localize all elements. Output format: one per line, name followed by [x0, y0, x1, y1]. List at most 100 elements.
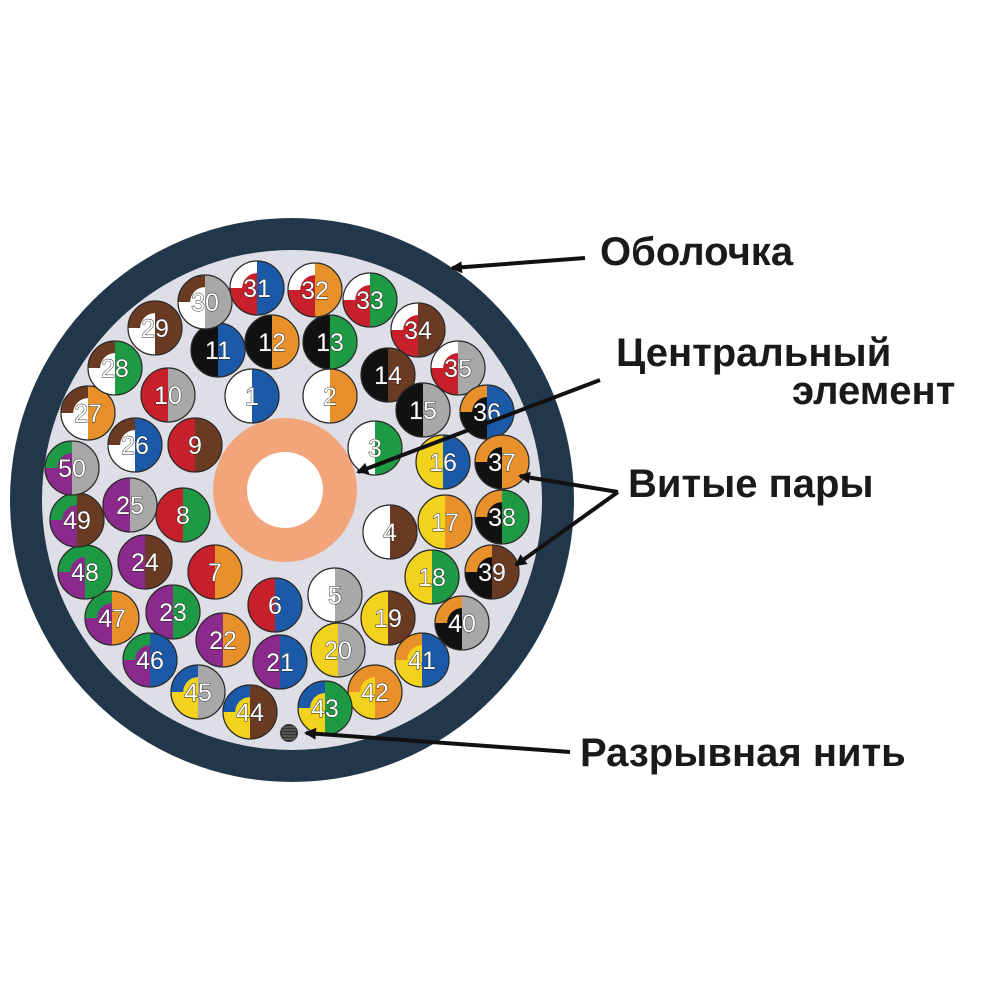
twisted-pair-10: 10	[140, 367, 196, 423]
twisted-pair-44: 44	[222, 684, 278, 740]
twisted-pair-8: 8	[155, 487, 211, 543]
wire-outline	[155, 487, 211, 543]
wire-outline	[347, 664, 403, 720]
wire-marker-stripe	[88, 341, 115, 368]
pair-number: 33	[356, 287, 384, 315]
wire-outline	[224, 368, 280, 424]
twisted-pair-49: 49	[49, 492, 105, 548]
wire-marker-stripe	[178, 275, 205, 302]
pair-number: 41	[408, 647, 436, 675]
wire-b	[215, 545, 242, 599]
wire-marker-stripe	[465, 545, 492, 572]
sheath-label: Оболочка	[600, 230, 794, 274]
wire-outline	[87, 340, 143, 396]
wire-b	[115, 341, 142, 395]
pair-number: 43	[311, 695, 339, 723]
twisted-pair-46: 46	[122, 632, 178, 688]
wire-b	[422, 633, 449, 687]
pair-number: 15	[409, 397, 437, 425]
wire-outline	[60, 385, 116, 441]
wire-b	[112, 591, 139, 645]
twisted-pair-17: 17	[417, 494, 473, 550]
wire-b	[315, 263, 342, 317]
wire-marker-stripe	[108, 418, 135, 445]
twisted-pair-2: 2	[302, 368, 358, 424]
twisted-pair-37: 37	[474, 434, 530, 490]
wire-outline	[195, 612, 251, 668]
twisted-pair-48: 48	[57, 544, 113, 600]
wire-b	[335, 568, 362, 622]
wire-outline	[430, 340, 486, 396]
wire-outline	[464, 544, 520, 600]
wire-outline	[84, 590, 140, 646]
wire-marker-stripe	[223, 685, 250, 712]
wire-outline	[395, 382, 451, 438]
wire-outline	[342, 272, 398, 328]
wire-b	[77, 493, 104, 547]
wire-b	[198, 665, 225, 719]
twisted-pair-42: 42	[347, 664, 403, 720]
pair-number: 32	[301, 277, 329, 305]
pair-number: 25	[116, 492, 144, 520]
wire-b	[432, 550, 459, 604]
twisted-pair-27: 27	[60, 385, 116, 441]
wire-b	[205, 275, 232, 329]
wire-b	[250, 685, 277, 739]
wire-marker-stripe	[435, 596, 462, 623]
pair-number: 17	[431, 509, 459, 537]
twisted-pair-41: 41	[394, 632, 450, 688]
pair-number: 35	[444, 355, 472, 383]
pair-number: 34	[404, 317, 432, 345]
wire-b	[257, 261, 284, 315]
wire-outline	[140, 367, 196, 423]
pair-number: 14	[374, 362, 402, 390]
pair-number: 39	[478, 559, 506, 587]
wire-b	[72, 441, 99, 495]
twisted-pair-31: 31	[229, 260, 285, 316]
wire-outline	[360, 347, 416, 403]
twisted-pair-5: 5	[307, 567, 363, 623]
twisted-pair-32: 32	[287, 262, 343, 318]
wire-marker-stripe	[288, 263, 315, 290]
central-element-label-line2: элемент	[792, 369, 955, 413]
wire-b	[338, 623, 365, 677]
wire-b	[458, 341, 485, 395]
pair-number: 26	[121, 432, 149, 460]
pair-number: 40	[448, 610, 476, 638]
wire-outline	[434, 595, 490, 651]
wire-marker-stripe	[128, 301, 155, 328]
pair-number: 48	[71, 559, 99, 587]
pair-number: 21	[266, 649, 294, 677]
wire-b	[218, 323, 245, 377]
wire-outline	[107, 417, 163, 473]
pair-number: 9	[188, 432, 202, 460]
pair-number: 30	[191, 289, 219, 317]
wire-outline	[347, 420, 403, 476]
twisted-pair-4: 4	[362, 504, 418, 560]
pair-number: 4	[383, 519, 397, 547]
wire-b	[195, 418, 222, 472]
pair-number: 10	[154, 382, 182, 410]
wire-b	[502, 490, 529, 544]
twisted-pair-1: 1	[224, 368, 280, 424]
wire-outline	[187, 544, 243, 600]
wire-outline	[229, 260, 285, 316]
sheath-arrow	[450, 256, 586, 274]
wire-marker-stripe	[343, 273, 370, 300]
wire-outline	[415, 434, 471, 490]
central-element-core	[247, 452, 323, 528]
twisted-pair-50: 50	[44, 440, 100, 496]
wire-outline	[102, 477, 158, 533]
wire-b	[252, 369, 279, 423]
pair-number: 28	[101, 355, 129, 383]
pair-number: 8	[176, 502, 190, 530]
twisted-pair-38: 38	[474, 489, 530, 545]
pair-number: 22	[209, 627, 237, 655]
wire-b	[135, 418, 162, 472]
wire-b	[462, 596, 489, 650]
twisted-pair-35: 35	[430, 340, 486, 396]
wire-marker-stripe	[298, 681, 325, 708]
twisted-pair-45: 45	[170, 664, 226, 720]
central-element-arrow	[356, 378, 601, 475]
